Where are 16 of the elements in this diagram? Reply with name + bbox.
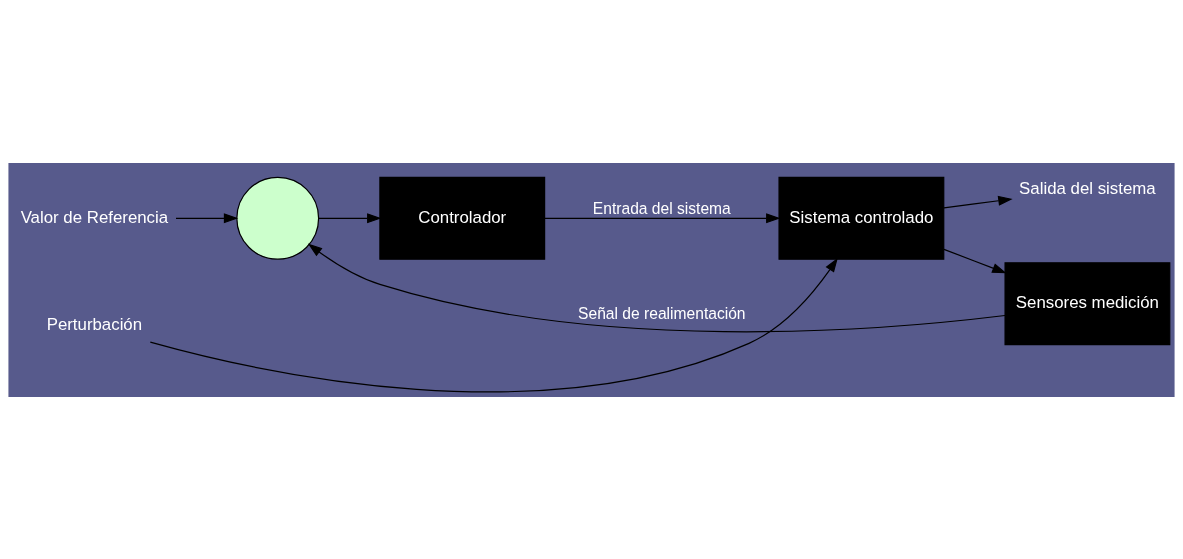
arrow — [943, 248, 1007, 273]
edge-label: Señal de realimentación — [578, 304, 746, 322]
arrow — [149, 257, 838, 392]
arrow — [544, 212, 781, 223]
node-text: Perturbación — [46, 314, 143, 334]
arrow — [175, 212, 239, 223]
node-box: Sistema controlado — [778, 176, 945, 260]
edge-label: Entrada del sistema — [592, 199, 731, 217]
arrow — [943, 195, 1013, 208]
arrow — [307, 243, 1006, 332]
node-box: Sensores medición — [1004, 261, 1171, 345]
arrow — [318, 212, 382, 223]
node-box: Controlador — [379, 176, 546, 260]
node-text: Salida del sistema — [1019, 178, 1156, 198]
node-text: Valor de Referencia — [20, 207, 169, 227]
node-circle — [236, 176, 320, 260]
